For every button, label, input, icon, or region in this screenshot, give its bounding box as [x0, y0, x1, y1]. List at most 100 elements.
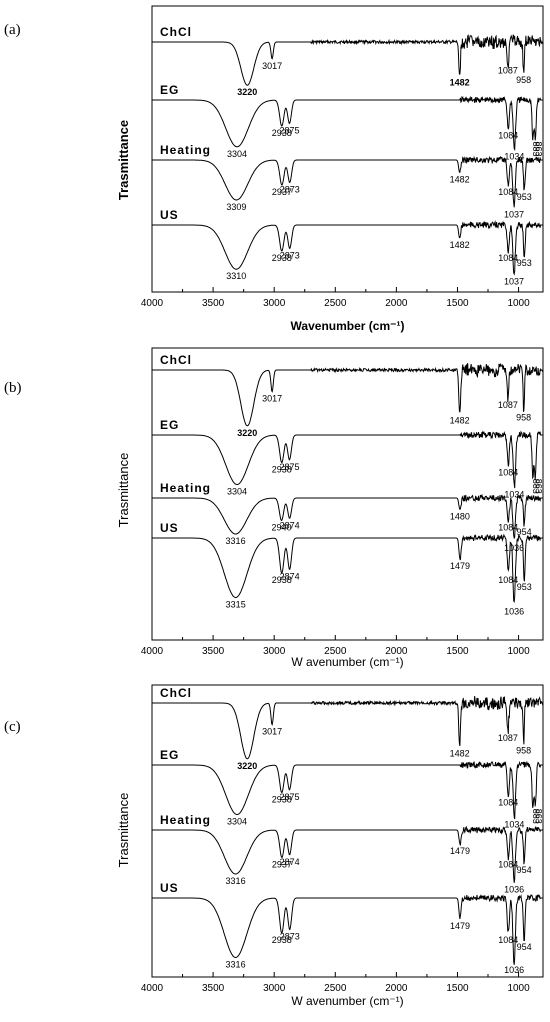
peak-label: 1084 [498, 253, 518, 263]
plot-frame [151, 5, 544, 293]
peak-label: 1084 [498, 797, 518, 807]
spectrum-line [152, 363, 544, 427]
peak-label: 3017 [262, 61, 282, 71]
peak-label: 863 [533, 809, 543, 824]
peak-label: 2938 [272, 128, 292, 138]
peak-label: 3220 [237, 428, 257, 438]
peak-label: 3220 [237, 87, 257, 97]
series-name-label: EG [160, 748, 179, 762]
peak-label: 1084 [498, 860, 518, 870]
x-tick-label: 3500 [202, 983, 225, 994]
peak-label: 2875 [279, 462, 299, 472]
series-name-label: EG [160, 83, 179, 97]
panel-label: (a) [4, 22, 21, 38]
x-axis-label: W avenumber (cm⁻¹) [291, 655, 403, 669]
peak-label: 953 [517, 192, 532, 202]
series-name-label: US [160, 881, 179, 895]
spectrum-line [152, 493, 543, 540]
peak-label: 958 [516, 745, 531, 755]
plot-frame [151, 347, 544, 641]
x-tick-label: 3500 [202, 646, 225, 657]
peak-label: 3316 [226, 960, 246, 970]
peak-label: 1084 [498, 575, 518, 585]
peak-label: 863 [533, 479, 543, 494]
peak-label: 3304 [227, 149, 247, 159]
spectrum-line [152, 760, 543, 820]
panel-label: (c) [4, 719, 21, 735]
peak-label: 1479 [450, 846, 470, 856]
x-tick-label: 2000 [385, 298, 408, 309]
peak-label: 2874 [280, 857, 300, 867]
peak-label: 2938 [272, 575, 292, 585]
spectrum-line [152, 825, 543, 883]
peak-label: 1036 [504, 543, 524, 553]
peak-label: 958 [516, 75, 531, 85]
peak-label: 3316 [226, 536, 246, 546]
series-name-label: ChCl [160, 25, 192, 39]
x-tick-label: 1000 [507, 983, 530, 994]
peak-label: 883 [531, 809, 541, 824]
x-tick-label: 4000 [141, 298, 164, 309]
peak-label: 2875 [279, 125, 299, 135]
x-tick-label: 3000 [263, 646, 286, 657]
peak-label: 954 [517, 527, 532, 537]
peak-label: 3304 [227, 817, 247, 827]
spectrum-line [152, 894, 543, 965]
spectrum-line [152, 696, 544, 760]
peak-label: 1084 [498, 935, 518, 945]
peak-label: 1084 [498, 187, 518, 197]
peak-label: 3309 [226, 202, 246, 212]
peak-label: 2874 [280, 520, 300, 530]
peak-label: 3017 [262, 394, 282, 404]
peak-label: 1482 [450, 415, 470, 425]
x-tick-label: 4000 [141, 646, 164, 657]
y-axis-label: Trasmittance [116, 453, 131, 528]
x-tick-label: 2000 [385, 983, 408, 994]
peak-label: 1480 [450, 511, 470, 521]
peak-label: 1084 [498, 131, 518, 141]
series-name-label: US [160, 208, 179, 222]
x-tick-label: 3000 [263, 298, 286, 309]
peak-label: 1482 [450, 240, 470, 250]
x-tick-label: 3000 [263, 983, 286, 994]
peak-label: 2874 [280, 572, 300, 582]
peak-label: 1036 [504, 965, 524, 975]
peak-label: 2938 [272, 795, 292, 805]
x-axis-label: W avenumber (cm⁻¹) [291, 994, 403, 1008]
peak-label: 2873 [280, 185, 300, 195]
x-tick-label: 1000 [507, 646, 530, 657]
peak-label: 1037 [504, 276, 524, 286]
series-name-label: ChCl [160, 686, 192, 700]
spectrum-line [152, 220, 543, 276]
spectrum-line [152, 34, 544, 86]
peak-label: 863 [533, 141, 543, 156]
peak-label: 1482 [450, 748, 470, 758]
x-tick-label: 1500 [446, 646, 469, 657]
peak-label: 2937 [272, 860, 292, 870]
peak-label: 2938 [272, 935, 292, 945]
spectrum-line [152, 430, 543, 489]
peak-label: 3304 [227, 487, 247, 497]
x-tick-label: 3500 [202, 298, 225, 309]
peak-label: 1482 [450, 78, 470, 88]
peak-label: 1084 [498, 467, 518, 477]
peak-label: 1084 [498, 523, 518, 533]
plot-frame [151, 684, 544, 978]
series-name-label: EG [160, 418, 179, 432]
y-axis-label: Trasmittance [116, 793, 131, 868]
panel-label: (b) [4, 380, 22, 396]
spectrum-line [152, 95, 543, 152]
peak-label: 3220 [237, 761, 257, 771]
peak-label: 883 [531, 141, 541, 156]
peak-label: 1482 [450, 175, 470, 185]
x-tick-label: 2500 [324, 983, 347, 994]
peak-label: 2873 [280, 932, 300, 942]
peak-label: 1087 [498, 733, 518, 743]
peak-label: 958 [516, 412, 531, 422]
peak-label: 2873 [280, 250, 300, 260]
peak-label: 2938 [272, 465, 292, 475]
